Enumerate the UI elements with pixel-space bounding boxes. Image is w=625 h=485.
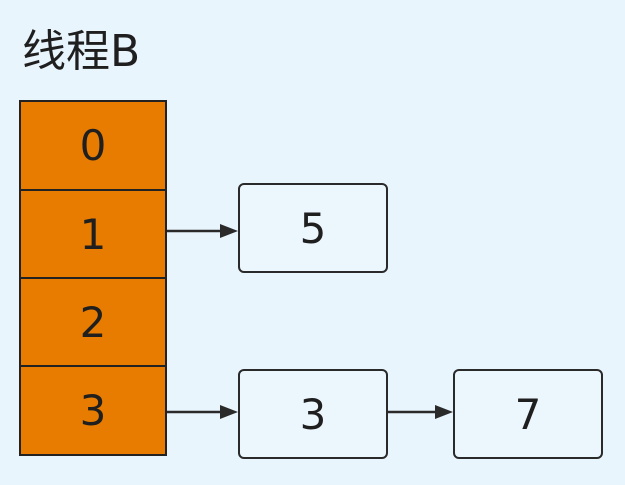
arrow-slot1-to-node — [167, 224, 238, 238]
arrow-slot3-to-node — [167, 405, 238, 419]
slot-0: 0 — [19, 100, 167, 191]
node-slot3-1: 3 — [238, 369, 388, 459]
diagram-title: 线程B — [22, 26, 141, 77]
slot-1: 1 — [19, 189, 167, 279]
slot-3: 3 — [19, 365, 167, 456]
arrow-node-to-node — [388, 405, 453, 419]
node-slot1-1: 5 — [238, 183, 388, 273]
node-slot3-2: 7 — [453, 369, 603, 459]
